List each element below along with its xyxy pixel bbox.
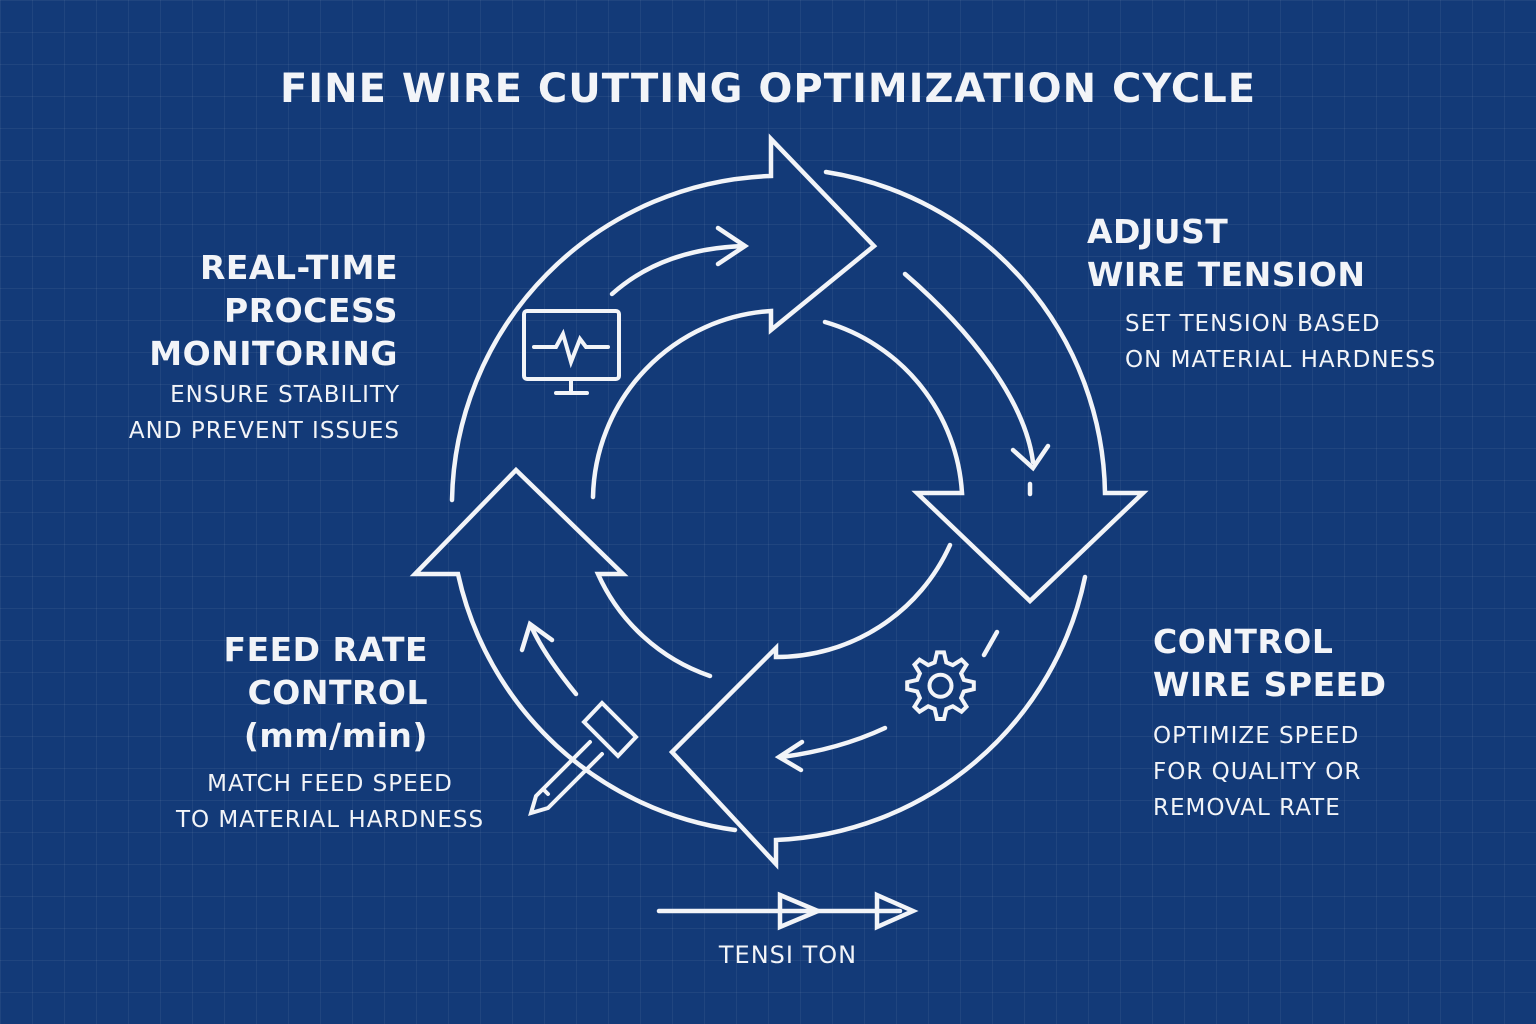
description-line: REMOVAL RATE bbox=[1153, 795, 1341, 821]
step-tension-description: SET TENSION BASED ON MATERIAL HARDNESS bbox=[1125, 306, 1436, 378]
step-feed-description: MATCH FEED SPEED TO MATERIAL HARDNESS bbox=[130, 766, 530, 838]
step-speed-description: OPTIMIZE SPEED FOR QUALITY OR REMOVAL RA… bbox=[1153, 718, 1361, 826]
tension-arrow bbox=[656, 891, 919, 931]
cycle-arrow-bottom bbox=[668, 542, 1088, 870]
heading-line: CONTROL bbox=[247, 673, 428, 712]
description-line: ON MATERIAL HARDNESS bbox=[1125, 347, 1437, 373]
heading-line: WIRE SPEED bbox=[1153, 665, 1387, 704]
inner-arrow-bottom bbox=[779, 725, 888, 760]
description-line: ENSURE STABILITY bbox=[170, 382, 400, 408]
heading-line: WIRE TENSION bbox=[1087, 255, 1366, 294]
step-monitoring-description: ENSURE STABILITY AND PREVENT ISSUES bbox=[129, 377, 400, 449]
heading-line: REAL-TIME bbox=[199, 248, 398, 287]
step-tension-heading: ADJUST WIRE TENSION bbox=[1087, 210, 1366, 296]
cycle-arrow-left bbox=[409, 466, 738, 833]
description-line: MATCH FEED SPEED bbox=[207, 771, 453, 797]
gear-icon bbox=[905, 650, 976, 721]
cutting-tool-icon bbox=[528, 700, 639, 816]
heading-line: CONTROL bbox=[1153, 622, 1334, 661]
heading-line: FEED RATE bbox=[223, 630, 428, 669]
step-speed-heading: CONTROL WIRE SPEED bbox=[1153, 620, 1387, 706]
description-line: FOR QUALITY OR bbox=[1153, 759, 1362, 785]
inner-arrow-left bbox=[529, 625, 579, 697]
heading-line: (mm/min) bbox=[243, 716, 428, 755]
description-line: OPTIMIZE SPEED bbox=[1153, 723, 1360, 749]
description-line: TO MATERIAL HARDNESS bbox=[175, 807, 485, 833]
inner-arrow-top bbox=[609, 243, 746, 297]
step-monitoring-heading: REAL-TIME PROCESS MONITORING bbox=[149, 246, 398, 375]
description-line: SET TENSION BASED bbox=[1125, 311, 1381, 337]
inner-arrow-right bbox=[902, 271, 1036, 465]
step-feed-heading: FEED RATE CONTROL (mm/min) bbox=[224, 628, 428, 757]
diagram-title: FINE WIRE CUTTING OPTIMIZATION CYCLE bbox=[279, 66, 1257, 112]
description-line: AND PREVENT ISSUES bbox=[128, 418, 400, 444]
cycle-arrow-right bbox=[822, 169, 1149, 605]
heading-line: PROCESS bbox=[224, 291, 398, 330]
cycle-arrow-top bbox=[449, 133, 878, 503]
heading-line: ADJUST bbox=[1087, 212, 1229, 251]
tension-label: TENSI TON bbox=[718, 941, 858, 969]
heading-line: MONITORING bbox=[149, 334, 398, 373]
monitor-icon bbox=[522, 309, 621, 395]
